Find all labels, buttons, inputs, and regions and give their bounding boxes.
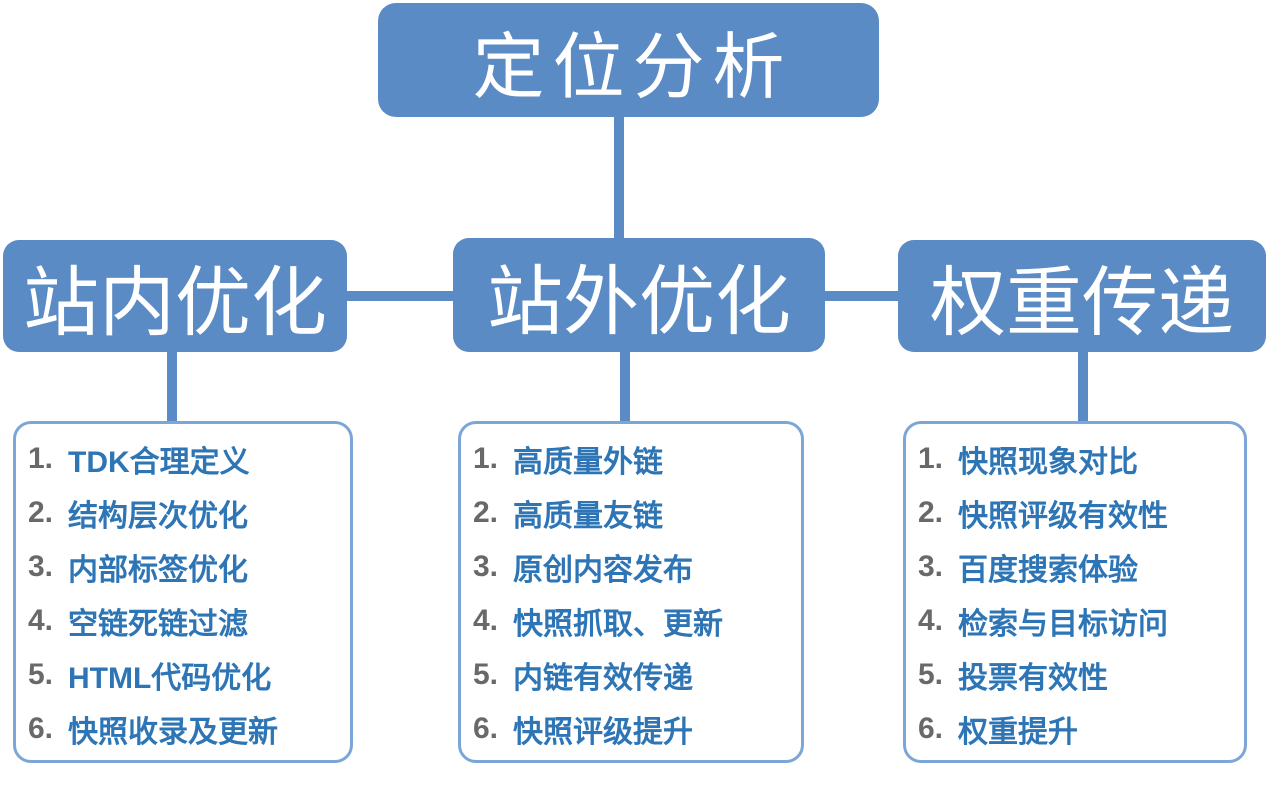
item-number: 5. [28, 658, 54, 691]
item-text: 快照评级有效性 [958, 500, 1168, 533]
item-text: 高质量外链 [513, 446, 663, 479]
list-box-onsite: 1. TDK合理定义 2. 结构层次优化 3. 内部标签优化 4. 空链死链过滤… [13, 421, 353, 763]
list-item: 2. 高质量友链 [473, 486, 795, 540]
connector-center-to-right [823, 291, 900, 301]
item-number: 6. [473, 712, 499, 745]
connector-left-to-center [345, 291, 455, 301]
item-number: 3. [28, 550, 54, 583]
list-item: 6. 快照评级提升 [473, 702, 795, 756]
item-text: 快照抓取、更新 [513, 608, 723, 641]
list-item: 1. TDK合理定义 [28, 432, 344, 486]
item-number: 5. [473, 658, 499, 691]
list-box-weight: 1. 快照现象对比 2. 快照评级有效性 3. 百度搜索体验 4. 检索与目标访… [903, 421, 1247, 763]
connector-left-branch-to-list [167, 351, 177, 422]
item-text: 原创内容发布 [513, 554, 693, 587]
item-number: 1. [918, 442, 944, 475]
list-item: 5. HTML代码优化 [28, 648, 344, 702]
item-text: 空链死链过滤 [68, 608, 248, 641]
item-number: 6. [28, 712, 54, 745]
item-text: 内链有效传递 [513, 662, 693, 695]
branch-node-label: 权重传递 [930, 261, 1234, 346]
item-text: 内部标签优化 [68, 554, 248, 587]
list-item: 6. 快照收录及更新 [28, 702, 344, 756]
item-number: 2. [918, 496, 944, 529]
list-item: 5. 投票有效性 [918, 648, 1238, 702]
item-number: 1. [473, 442, 499, 475]
item-text: HTML代码优化 [68, 662, 272, 695]
connector-center-branch-to-list [620, 351, 630, 422]
list-item: 5. 内链有效传递 [473, 648, 795, 702]
connector-right-branch-to-list [1078, 351, 1088, 422]
item-text: 结构层次优化 [68, 500, 248, 533]
item-number: 3. [473, 550, 499, 583]
root-node-label: 定位分析 [472, 27, 793, 108]
connector-root-to-center [614, 117, 624, 240]
item-text: 快照现象对比 [958, 446, 1138, 479]
list-item: 3. 百度搜索体验 [918, 540, 1238, 594]
list-item: 3. 内部标签优化 [28, 540, 344, 594]
item-number: 2. [28, 496, 54, 529]
list-box-offsite: 1. 高质量外链 2. 高质量友链 3. 原创内容发布 4. 快照抓取、更新 5… [458, 421, 804, 763]
item-text: 快照评级提升 [513, 716, 693, 749]
branch-node-label: 站内优化 [23, 261, 327, 346]
item-text: TDK合理定义 [68, 446, 250, 479]
list-item: 4. 空链死链过滤 [28, 594, 344, 648]
item-number: 2. [473, 496, 499, 529]
item-text: 快照收录及更新 [68, 716, 278, 749]
list-item: 2. 结构层次优化 [28, 486, 344, 540]
list-item: 4. 快照抓取、更新 [473, 594, 795, 648]
branch-node-label: 站外优化 [487, 260, 791, 345]
root-node: 定位分析 [378, 3, 879, 117]
item-text: 检索与目标访问 [958, 608, 1168, 641]
list-item: 6. 权重提升 [918, 702, 1238, 756]
list-item: 1. 快照现象对比 [918, 432, 1238, 486]
item-text: 百度搜索体验 [958, 554, 1138, 587]
item-number: 5. [918, 658, 944, 691]
branch-node-offsite: 站外优化 [453, 238, 825, 352]
list-item: 3. 原创内容发布 [473, 540, 795, 594]
item-text: 高质量友链 [513, 500, 663, 533]
item-text: 投票有效性 [958, 662, 1108, 695]
list-item: 1. 高质量外链 [473, 432, 795, 486]
item-number: 4. [473, 604, 499, 637]
item-number: 3. [918, 550, 944, 583]
branch-node-onsite: 站内优化 [3, 240, 347, 352]
item-number: 4. [28, 604, 54, 637]
item-text: 权重提升 [958, 716, 1078, 749]
item-number: 1. [28, 442, 54, 475]
list-item: 4. 检索与目标访问 [918, 594, 1238, 648]
item-number: 6. [918, 712, 944, 745]
branch-node-weight: 权重传递 [898, 240, 1266, 352]
list-item: 2. 快照评级有效性 [918, 486, 1238, 540]
item-number: 4. [918, 604, 944, 637]
